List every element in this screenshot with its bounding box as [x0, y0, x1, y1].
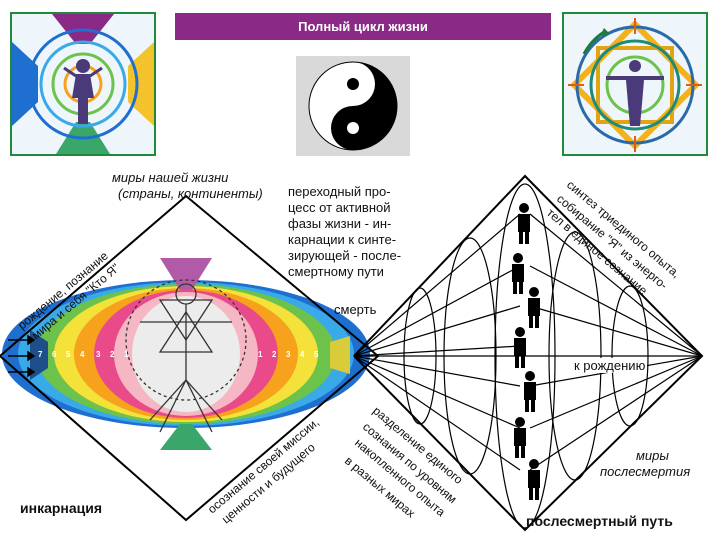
band-number: 4 [80, 350, 85, 359]
worlds-life-label: миры нашей жизни [112, 170, 228, 185]
awareness-line-1: осознание своей миссии, [205, 415, 322, 516]
person-icon [518, 203, 530, 244]
person-icon [514, 417, 526, 458]
transition-text: переходный про- цесс от активной фазы жи… [288, 184, 401, 280]
death-label: смерть [334, 302, 376, 317]
transition-line: цесс от активной [288, 200, 401, 216]
person-icon [512, 253, 524, 294]
band-number: 3 [286, 350, 291, 359]
bottom-cone [160, 424, 212, 450]
band-number: 5 [314, 350, 319, 359]
to-birth-label: к рождению [572, 358, 647, 373]
band-number: 2 [272, 350, 277, 359]
band-number: 4 [300, 350, 305, 359]
transition-line: карнации к синте- [288, 232, 401, 248]
transition-line: переходный про- [288, 184, 401, 200]
band-number: 2 [110, 350, 115, 359]
person-icon [528, 459, 540, 500]
band-number: 6 [52, 350, 57, 359]
afterlife-figures [512, 203, 540, 500]
synthesis-line-2: собирание "Я" из энерго- [554, 192, 670, 293]
person-icon [524, 371, 536, 412]
band-number: 3 [96, 350, 101, 359]
band-number: 1 [258, 350, 263, 359]
worlds-after-label: миры [636, 448, 669, 463]
person-icon [528, 287, 540, 328]
afterlife-path-label: послесмертный путь [526, 513, 673, 529]
transition-line: смертному пути [288, 264, 401, 280]
person-icon [514, 327, 526, 368]
worlds-after-sublabel: послесмертия [600, 464, 690, 479]
transition-line: зирующей - после- [288, 248, 401, 264]
transition-line: фазы жизни - ин- [288, 216, 401, 232]
band-number: 7 [38, 350, 43, 359]
band-number: 5 [66, 350, 71, 359]
band-number: 1 [124, 350, 129, 359]
incarnation-label: инкарнация [20, 500, 102, 516]
worlds-life-sublabel: (страны, континенты) [118, 186, 263, 201]
right-exit-cone [330, 336, 350, 374]
